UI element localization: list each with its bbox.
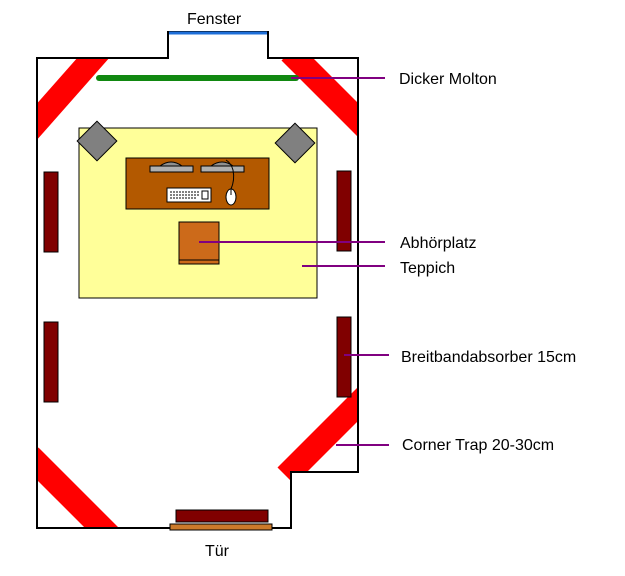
corner-trap-top-left (37, 40, 111, 141)
breitbandabsorber-label: Breitbandabsorber 15cm (401, 349, 576, 366)
teppich-label: Teppich (400, 260, 455, 277)
corner-trap-bottom-left (37, 447, 119, 528)
absorber-left-bottom (43, 321, 59, 403)
speaker-right-icon (274, 122, 316, 164)
fenster-label: Fenster (187, 11, 242, 28)
absorber-bottom (175, 509, 269, 523)
mouse-icon (225, 159, 237, 206)
absorber-left-top (43, 171, 59, 253)
keyboard-icon (166, 187, 212, 203)
door (169, 523, 273, 531)
corner-trap-right (277, 387, 358, 485)
corner-traps (37, 40, 358, 528)
absorber-right-bottom (336, 316, 352, 398)
dicker-molton-label: Dicker Molton (399, 71, 497, 88)
absorber-right-top (336, 170, 352, 252)
leader-lines (199, 77, 389, 446)
carpet (78, 127, 318, 299)
abhoerplatz-label: Abhörplatz (400, 235, 477, 252)
tuer-label: Tür (205, 543, 230, 560)
speaker-left-icon (76, 120, 118, 162)
monitor-icon (149, 161, 245, 173)
corner-trap-label: Corner Trap 20-30cm (402, 437, 554, 454)
corner-trap-top-right (281, 43, 358, 139)
